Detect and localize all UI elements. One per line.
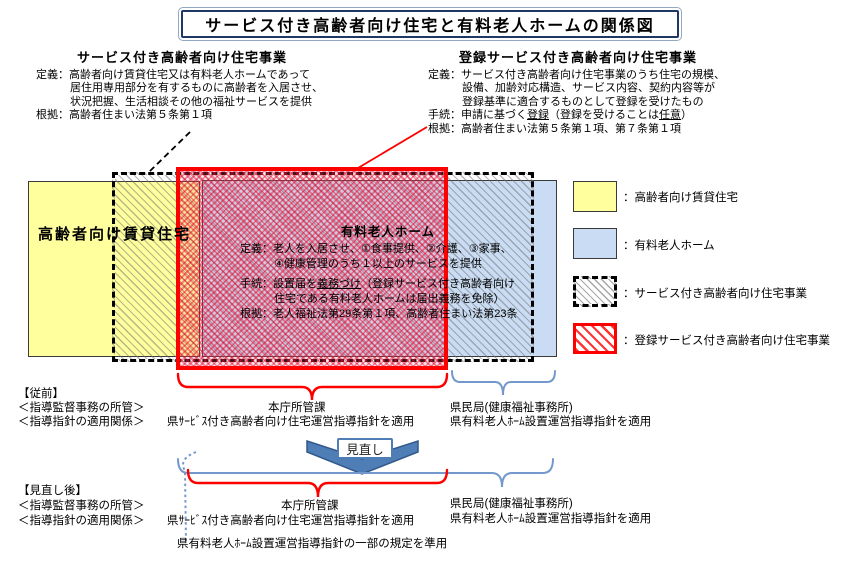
registered-service-housing-info-block: 登録サービス付き高齢者向け住宅事業 定義：サービス付き高齢者向け住宅事業のうち住… [428, 51, 728, 136]
legend-swatch-registered-business [573, 323, 617, 354]
before-right-guideline: 県有料老人ﾎｰﾑ設置運営指導指針を適用 [450, 416, 652, 428]
review-down-arrow [306, 439, 419, 475]
after-row1-label: ＜指導監督事務の所管＞ [18, 500, 145, 512]
legend-label-service-business: ：サービス付き高齢者向け住宅事業 [623, 288, 807, 300]
before-left-guideline: 県ｻｰﾋﾞｽ付き高齢者向け住宅運営指導指針を適用 [167, 416, 415, 428]
before-left-office: 本庁所管課 [268, 402, 326, 414]
before-blue-brace [451, 370, 556, 396]
service-housing-heading: サービス付き高齢者向け住宅事業 [76, 50, 287, 65]
registered-procedure-line: 手続：申請に基づく登録（登録を受けることは任意） [428, 109, 692, 121]
registered-definition-line3: 登録基準に適合するものとして登録を受けたもの [462, 95, 704, 108]
registered-service-housing-heading: 登録サービス付き高齢者向け住宅事業 [458, 50, 697, 65]
review-arrow-label: 見直し [337, 438, 393, 459]
home-procedure-line2: 住宅である有料老人ホームは届出義務を免除） [274, 292, 505, 305]
legend-swatch-service-business [573, 276, 617, 307]
after-row2-label: ＜指導指針の適用関係＞ [18, 515, 145, 527]
service-housing-info-block: サービス付き高齢者向け住宅事業 定義：高齢者向け賃貸住宅又は有料老人ホームであっ… [36, 51, 328, 123]
dashed-callout-line [148, 131, 191, 173]
legend-label-paid-home: ：有料老人ホーム [623, 240, 715, 252]
after-left-guideline: 県ｻｰﾋﾞｽ付き高齢者向け住宅運営指導指針を適用 [167, 515, 415, 527]
service-housing-business-rect [112, 172, 534, 362]
service-housing-basis-line: 根拠：高齢者住まい法第５条第１項 [36, 109, 212, 121]
legend-swatch-paid-home [573, 228, 617, 259]
before-tag: 【従前】 [18, 388, 64, 400]
after-blue-brace [177, 458, 554, 488]
after-right-office: 県民局(健康福祉事務所) [450, 498, 573, 510]
service-housing-definition-line3: 状況把握、生活相談その他の福祉サービスを提供 [70, 95, 312, 108]
registered-service-housing-rect [176, 167, 448, 370]
underlined-nini: 任意 [659, 109, 681, 121]
legend-label-rental: ：高齢者向け賃貸住宅 [623, 192, 738, 204]
rental-housing-label: 高齢者向け賃貸住宅 [38, 226, 192, 243]
before-right-office: 県民局(健康福祉事務所) [450, 402, 573, 414]
before-red-brace [176, 372, 449, 401]
registered-basis-line: 根拠：高齢者住まい法第５条第１項、第７条第１項 [428, 122, 681, 135]
red-callout-line [352, 126, 428, 172]
paid-elderly-home-text-block: 有料老人ホーム 定義：老人を入居させ、①食事提供、②介護、③家事、 ④健康管理の… [240, 225, 536, 322]
service-housing-definition-line2: 居住用専用部分を有するものに高齢者を入居させ、 [70, 82, 323, 94]
paid-elderly-home-heading: 有料老人ホーム [340, 225, 436, 239]
underlined-touroku: 登録 [527, 109, 549, 121]
service-housing-definition-line1: 定義：高齢者向け賃貸住宅又は有料老人ホームであって [36, 68, 311, 81]
after-red-brace [186, 468, 449, 498]
legend-label-registered-business: ：登録サービス付き高齢者向け住宅事業 [623, 335, 830, 347]
page-title: サービス付き高齢者向け住宅と有料老人ホームの関係図 [181, 10, 679, 38]
registered-definition-line2: 設備、加齢対応構造、サービス内容、契約内容等が [462, 82, 715, 94]
page-title-box: サービス付き高齢者向け住宅と有料老人ホームの関係図 [178, 7, 682, 41]
home-definition-line1: 定義：老人を入居させ、①食事提供、②介護、③家事、 [240, 243, 512, 256]
legend-swatch-rental [573, 181, 617, 212]
after-right-guideline: 県有料老人ﾎｰﾑ設置運営指導指針を適用 [450, 513, 652, 525]
after-tag: 【見直し後】 [18, 485, 87, 497]
registered-definition-line1: 定義：サービス付き高齢者向け住宅事業のうち住宅の規模、 [428, 68, 725, 81]
underlined-gimuzuke: 義務づけ [317, 277, 361, 290]
before-row2-label: ＜指導指針の適用関係＞ [18, 416, 145, 428]
home-definition-line2: ④健康管理のうち１以上のサービスを提供 [274, 258, 482, 271]
dotted-boundary-line [182, 451, 197, 544]
before-row1-label: ＜指導監督事務の所管＞ [18, 402, 145, 414]
after-left-office: 本庁所管課 [281, 500, 339, 512]
after-note: 県有料老人ﾎｰﾑ設置運営指導指針の一部の規定を準用 [177, 538, 448, 550]
home-procedure-line: 手続：設置届を義務づけ（登録サービス付き高齢者向け [240, 277, 515, 290]
home-basis-line: 根拠：老人福祉法第29条第１項、高齢者住まい法第23条 [240, 308, 518, 321]
